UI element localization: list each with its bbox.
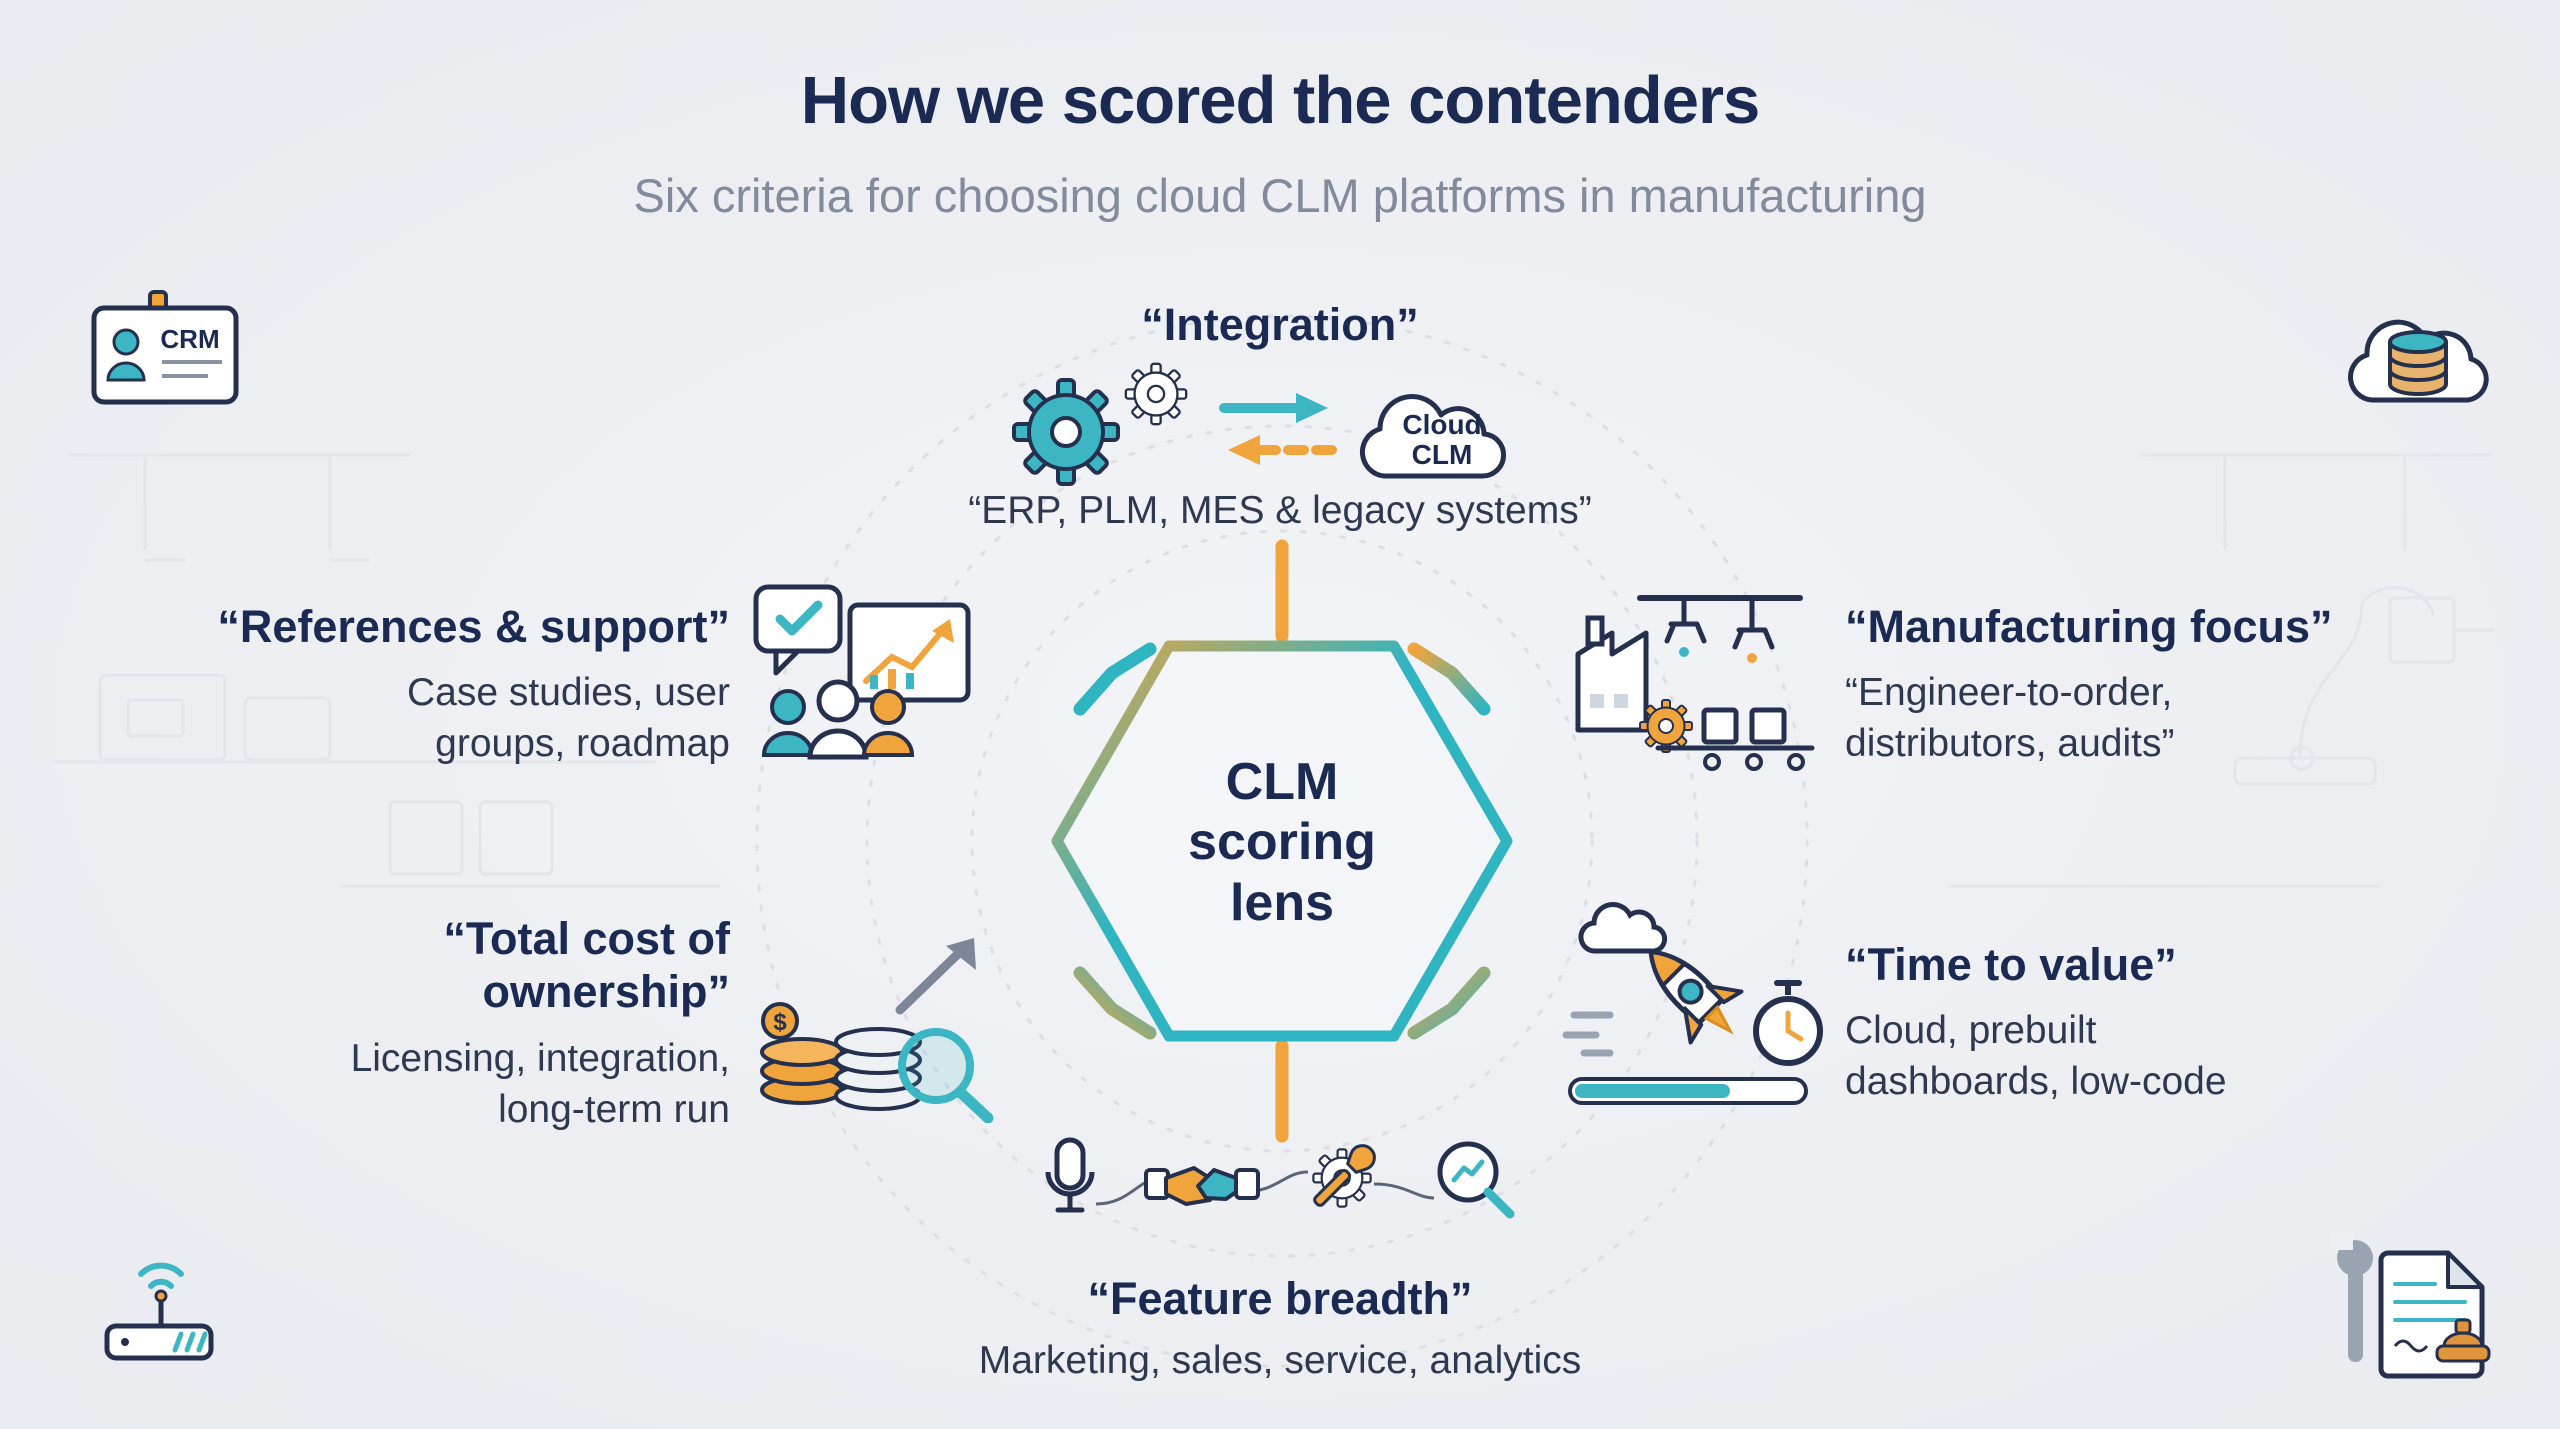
references-title: “References & support” (217, 601, 730, 652)
speed-lines-icon (1562, 1011, 1614, 1057)
hexagon-spoke-upper-left (1073, 642, 1157, 716)
cloud-icon (1359, 394, 1506, 479)
total-cost-caption: Licensing, integration, long-term run (350, 1037, 730, 1131)
manufacturing-icon (1575, 595, 1815, 771)
gear-icon (1012, 378, 1120, 486)
manufacturing-title: “Manufacturing focus” (1845, 601, 2333, 652)
hexagon-spoke-lower-left (1073, 966, 1157, 1040)
coin-stack-gray-icon (834, 1027, 922, 1111)
dollar-coin-icon: $ (761, 1002, 799, 1040)
dashed-orbit-circle (865, 424, 1699, 1258)
rocket-icon (1648, 949, 1744, 1045)
manufacturing-caption: “Engineer-to-order, distributors, audits… (1845, 671, 2175, 765)
page-title: How we scored the contenders (800, 63, 1761, 138)
page-subtitle: Six criteria for choosing cloud CLM plat… (633, 169, 1927, 222)
feature-breadth-title: “Feature breadth” (1087, 1273, 1473, 1324)
wrench-icon (2329, 1230, 2373, 1362)
gear-icon (1639, 699, 1693, 753)
speech-bubble-check-icon (753, 584, 843, 676)
chart-card-icon (847, 602, 971, 703)
feature-breadth-caption: Marketing, sales, service, analytics (978, 1339, 1582, 1382)
crm-badge-icon: CRM (91, 290, 239, 405)
microphone-icon (1045, 1137, 1095, 1213)
total-cost-title: “Total cost of ownership” (443, 913, 730, 1018)
hexagon-spoke-lower-right (1407, 966, 1491, 1040)
dashed-orbit-circle (755, 314, 1809, 1368)
time-to-value-icon (1562, 901, 1823, 1105)
conveyor-icon (1655, 707, 1815, 771)
coin-stack-icon (760, 1037, 844, 1105)
cloud-database-icon (2348, 319, 2489, 403)
wrench-document-stamp-icon (2329, 1230, 2491, 1379)
dollar-symbol: $ (773, 1009, 787, 1036)
factory-icon (1575, 615, 1649, 733)
handshake-icon (1144, 1166, 1260, 1206)
progress-bar-icon (1568, 1077, 1808, 1105)
wrench-icon (1313, 1144, 1376, 1207)
hexagon-center-label: CLM scoring lens (1188, 753, 1376, 932)
integration-caption: “ERP, PLM, MES & legacy systems” (968, 489, 1592, 532)
stamp-icon (2435, 1318, 2491, 1363)
hexagon-spoke-upper-right (1407, 642, 1491, 716)
cloud-clm-label: Cloud CLM (1402, 409, 1482, 471)
crm-label: CRM (160, 324, 219, 354)
references-support-icon (753, 584, 971, 760)
time-to-value-caption: Cloud, prebuilt dashboards, low-code (1845, 1009, 2227, 1103)
hexagon-diagram (755, 314, 1809, 1368)
total-cost-icon: $ (760, 938, 994, 1123)
integration-icon: Cloud CLM (1002, 352, 1562, 502)
user-group-icon (761, 679, 915, 760)
robot-arm-icon (1664, 595, 1775, 650)
dashed-orbit-circle (970, 529, 1594, 1153)
scoring-lens-hexagon (1051, 640, 1513, 1042)
stopwatch-icon (1753, 980, 1823, 1066)
wifi-router-icon (104, 1262, 214, 1361)
time-to-value-title: “Time to value” (1845, 939, 2177, 990)
cloud-icon (1578, 901, 1668, 954)
magnifier-icon (898, 1028, 994, 1123)
magnifier-chart-icon (1437, 1141, 1515, 1219)
feature-breadth-icon (1045, 1137, 1515, 1219)
references-caption: Case studies, user groups, roadmap (407, 671, 730, 765)
sync-arrows-icon (1219, 393, 1337, 465)
gear-outline-icon (1124, 362, 1188, 426)
integration-title: “Integration” (1141, 299, 1419, 350)
growth-arrow-icon (895, 938, 976, 1015)
